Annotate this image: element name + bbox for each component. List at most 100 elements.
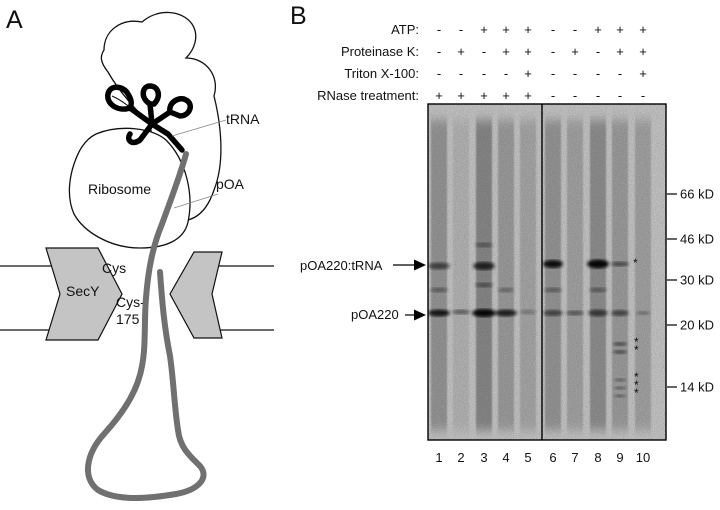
gel-band: [473, 262, 495, 270]
condition-value: -: [596, 88, 600, 103]
gel-band: [613, 350, 627, 354]
lane-smear: [476, 120, 492, 430]
lane-number: 1: [435, 450, 442, 465]
condition-value: +: [502, 44, 510, 59]
trna-leader-line: [171, 119, 227, 137]
marker-label: 66 kD: [680, 187, 714, 202]
condition-value: +: [435, 88, 443, 103]
marker-label: 20 kD: [680, 318, 714, 333]
condition-value: +: [502, 22, 510, 37]
lane-number: 10: [636, 450, 650, 465]
cys175-label-line1: Cys-: [116, 294, 145, 310]
panel-a: A tRNA Ribosome pOA SecY Cys Cys- 1: [0, 6, 274, 501]
panel-a-letter: A: [6, 6, 23, 34]
lane-smear: [545, 120, 561, 430]
lane-smear: [590, 120, 606, 430]
condition-label: Proteinase K:: [341, 44, 419, 59]
condition-label: RNase treatment:: [317, 88, 419, 103]
gel-band: [587, 259, 609, 269]
gel-band: [613, 342, 627, 346]
condition-value: +: [524, 66, 532, 81]
condition-value: +: [457, 88, 465, 103]
lane-smear: [498, 120, 514, 430]
nascent-chain: [84, 151, 207, 501]
condition-value: -: [641, 88, 645, 103]
band-label-complex: pOA220:tRNA: [300, 258, 383, 273]
condition-value: +: [457, 44, 465, 59]
asterisk-lane10-c: *: [634, 370, 639, 384]
panel-b: B ATP: - - + + + - - + + + Proteinase K: - + - + + - + - + + T…: [290, 2, 714, 465]
asterisk-lane10-b: *: [634, 343, 639, 357]
ribosome-small-subunit: [68, 127, 191, 249]
gel-band: [588, 309, 608, 317]
poa-label: pOA: [216, 176, 245, 192]
gel-band: [472, 309, 496, 317]
condition-value: -: [459, 66, 463, 81]
asterisk-lane10-a: *: [634, 335, 639, 349]
gel-band: [430, 287, 448, 293]
poa-leader-line: [173, 193, 219, 209]
gel-band: [543, 260, 563, 268]
secy-left-half: [45, 247, 123, 341]
cys-label: Cys: [102, 260, 126, 276]
condition-value: +: [639, 44, 647, 59]
condition-value: -: [482, 66, 486, 81]
marker-label: 46 kD: [680, 232, 714, 247]
condition-value: +: [639, 22, 647, 37]
lane-number: 2: [457, 450, 464, 465]
condition-label: ATP:: [391, 22, 419, 37]
gel-band: [614, 386, 626, 390]
lane-smear: [431, 120, 447, 430]
condition-value: -: [596, 44, 600, 59]
lane-smear: [635, 120, 651, 430]
gel-frame: [427, 103, 667, 441]
gel-band: [520, 309, 536, 315]
condition-value: -: [618, 66, 622, 81]
condition-value: -: [437, 66, 441, 81]
gel-band: [544, 287, 562, 293]
gel-bands: [428, 242, 650, 398]
gel-band: [495, 309, 517, 317]
condition-value: +: [594, 22, 602, 37]
lane-number: 9: [616, 450, 623, 465]
gel-band: [475, 242, 493, 248]
condition-value: +: [502, 88, 510, 103]
lane-number: 5: [524, 450, 531, 465]
condition-value: -: [573, 22, 577, 37]
condition-label: Triton X-100:: [344, 66, 419, 81]
secy-label: SecY: [66, 283, 100, 299]
lane-smear: [612, 120, 628, 430]
gel-band: [566, 310, 584, 316]
marker-label: 14 kD: [680, 380, 714, 395]
lane-number: 8: [594, 450, 601, 465]
lane-smear: [567, 120, 583, 430]
gel-band: [428, 262, 450, 270]
condition-value: -: [437, 44, 441, 59]
ribosome-label: Ribosome: [88, 181, 151, 197]
gel-band: [428, 309, 450, 317]
gel-band: [452, 309, 470, 315]
trna-icon: [105, 83, 193, 153]
condition-value: +: [480, 88, 488, 103]
condition-value: -: [596, 66, 600, 81]
asterisk-lane9: *: [633, 256, 638, 270]
condition-value: -: [437, 22, 441, 37]
condition-value: -: [551, 44, 555, 59]
gel-band: [475, 282, 493, 288]
trna-label: tRNA: [226, 111, 260, 127]
condition-value: -: [618, 88, 622, 103]
gel-band: [543, 310, 563, 316]
condition-value: +: [616, 44, 624, 59]
condition-value: -: [551, 22, 555, 37]
arrowhead-precursor: [414, 309, 426, 321]
gel-band: [614, 394, 626, 398]
condition-value: +: [639, 66, 647, 81]
condition-value: -: [482, 44, 486, 59]
condition-value: +: [524, 88, 532, 103]
condition-value: -: [573, 88, 577, 103]
panel-b-letter: B: [290, 2, 307, 30]
arrowhead-complex: [414, 259, 426, 271]
